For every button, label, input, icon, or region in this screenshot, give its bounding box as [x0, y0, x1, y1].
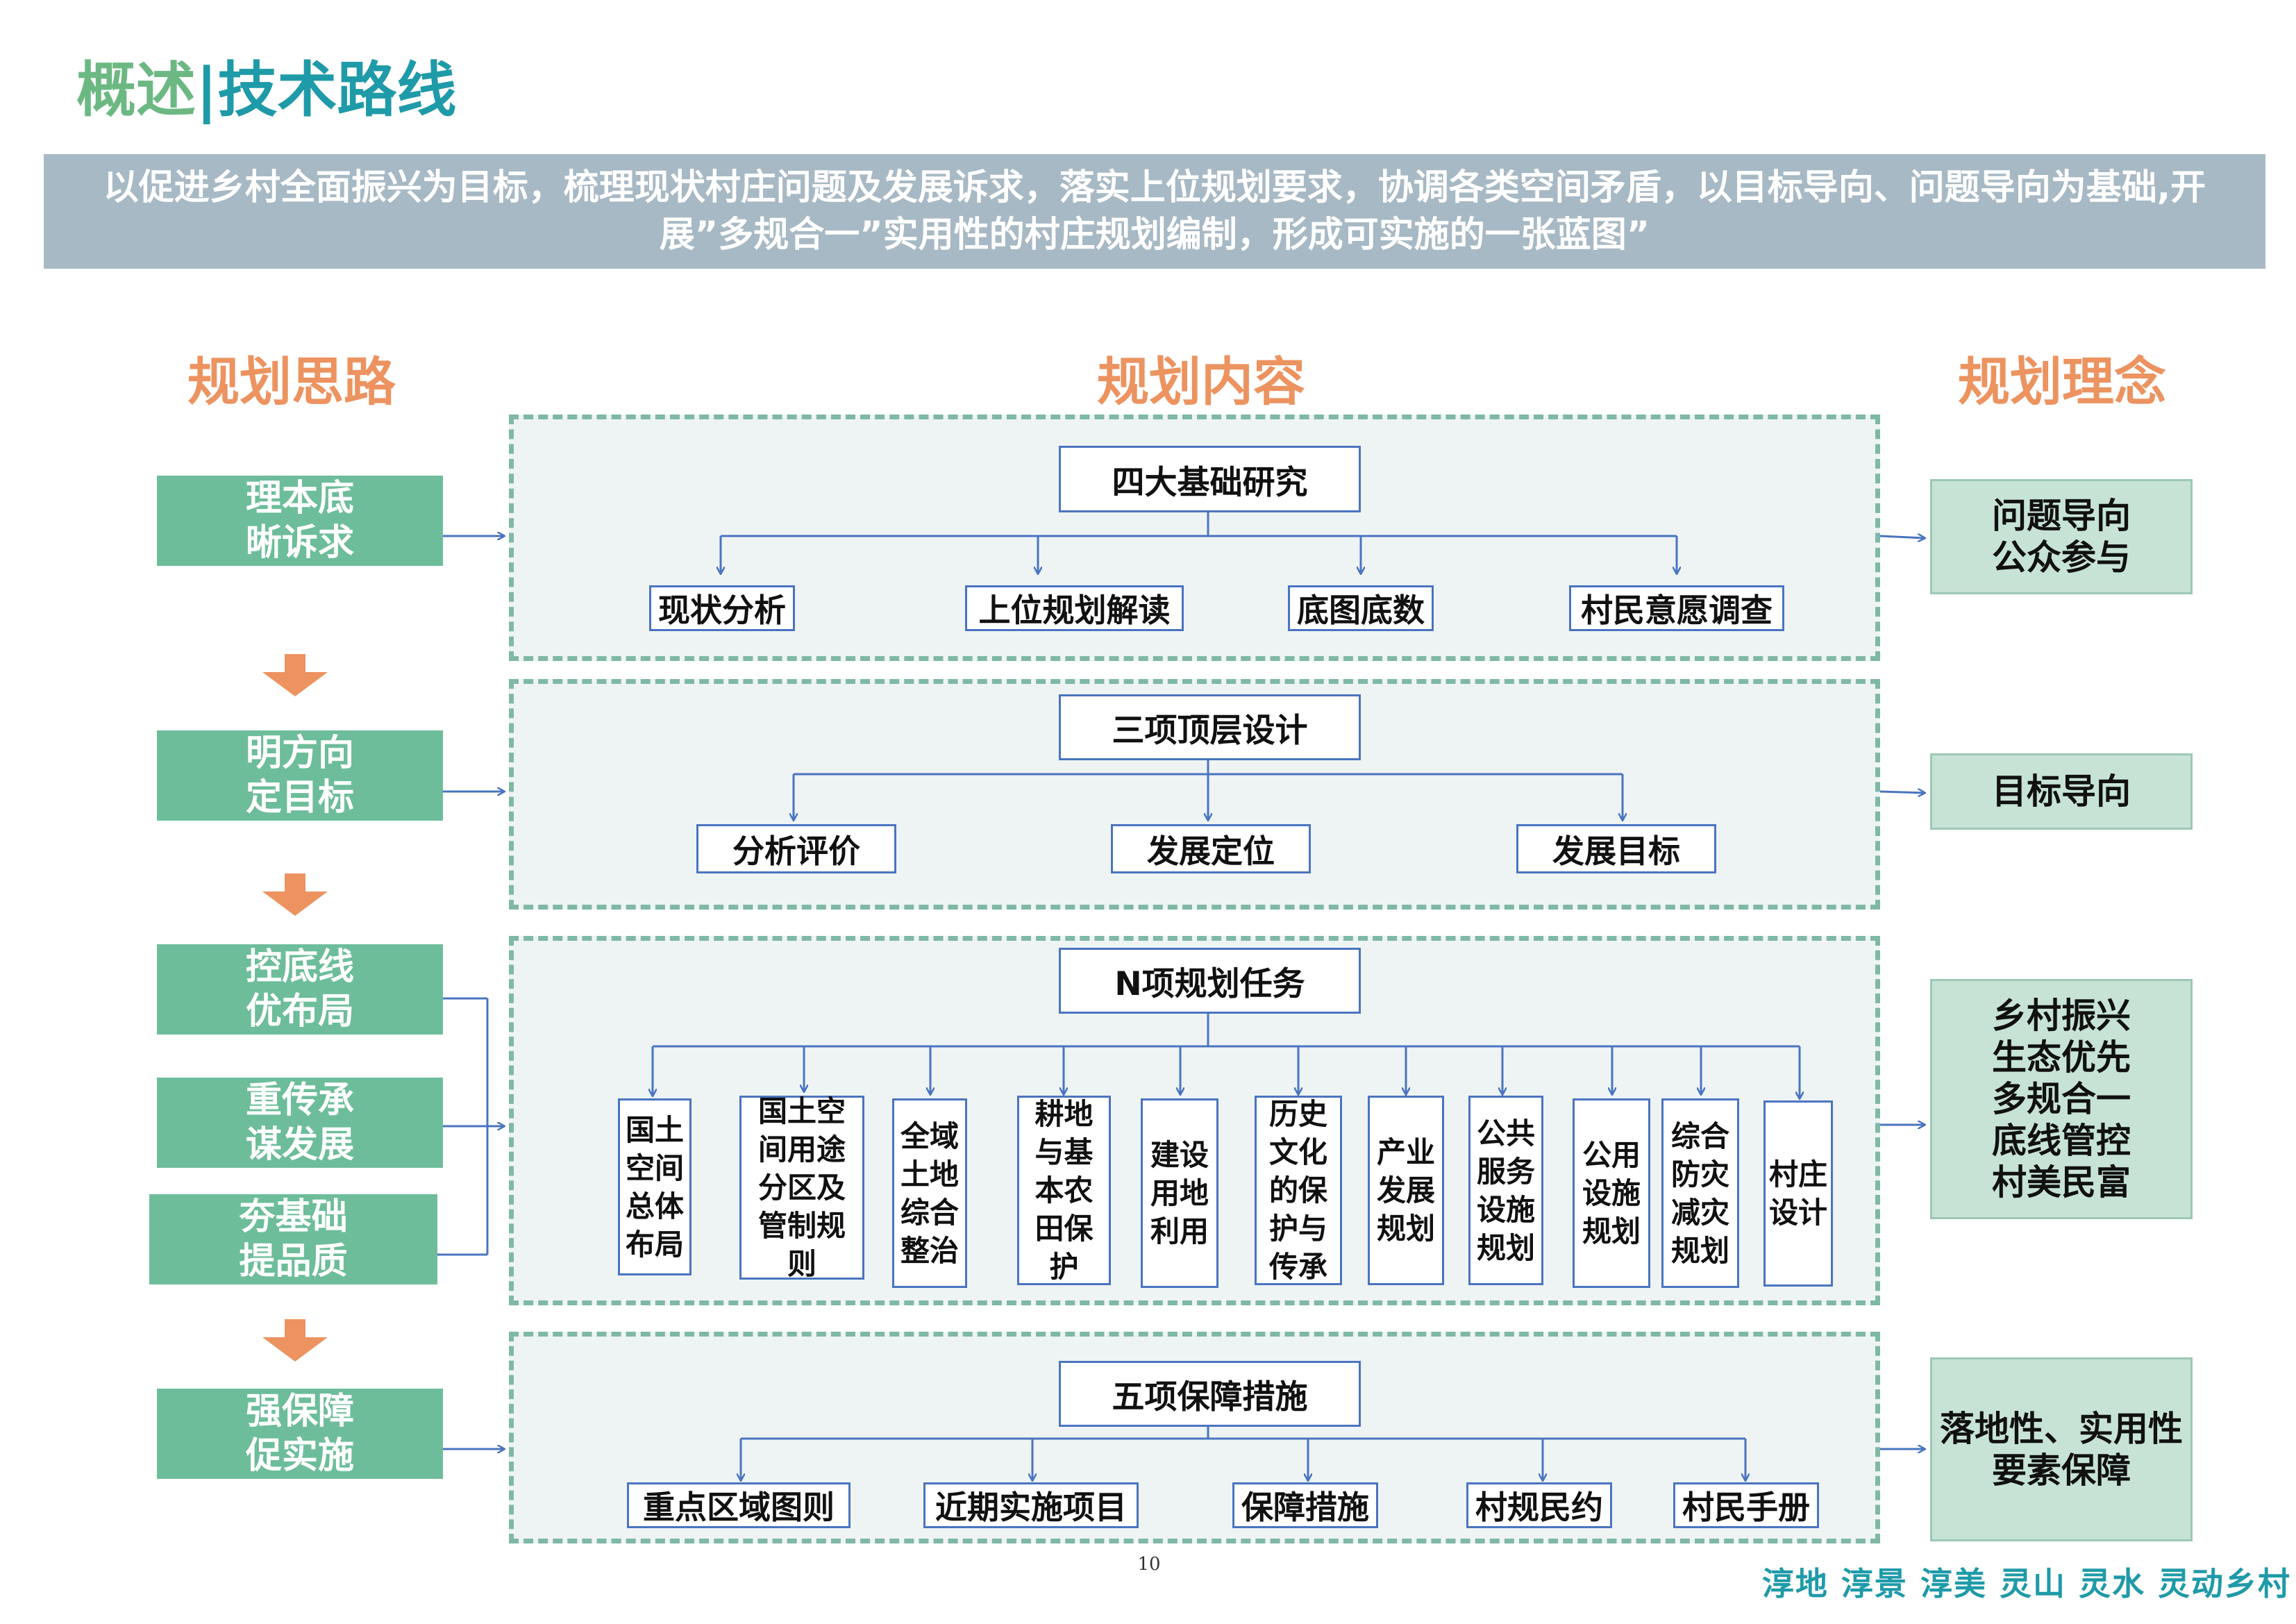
column-heading-concept: 规划理念: [1957, 351, 2166, 412]
task-utilities: 公用设施规划: [1573, 1098, 1650, 1288]
design-item-positioning: 发展定位: [1111, 824, 1311, 873]
title-separator: |: [196, 56, 218, 125]
research-item-villager-survey: 村民意愿调查: [1569, 585, 1784, 631]
thinking-step-4-line2: 谋发展: [245, 1124, 354, 1166]
concept-box-3: 乡村振兴 生态优先 多规合一 底线管控 村美民富: [1930, 979, 2193, 1219]
task-land-use-zoning-label: 国土空间用途分区及管制规则: [757, 1094, 846, 1281]
safeguard-key-area-rules: 重点区域图则: [627, 1482, 850, 1528]
thinking-step-3-line1: 控底线: [245, 946, 354, 988]
thinking-step-2-line1: 明方向: [245, 733, 354, 774]
safeguard-villager-handbook: 村民手册: [1673, 1482, 1819, 1528]
task-utilities-label: 公用设施规划: [1582, 1138, 1641, 1248]
thinking-step-6-line2: 促实施: [245, 1435, 354, 1477]
column-heading-thinking: 规划思路: [187, 351, 396, 412]
section-title-basic-research: 四大基础研究: [1059, 446, 1361, 512]
safeguard-measures: 保障措施: [1232, 1482, 1378, 1528]
task-farmland-protection-label: 耕地与基本农田保护: [1034, 1097, 1093, 1284]
concept-4-line1: 落地性、实用性: [1940, 1408, 2183, 1449]
section-title-safeguards: 五项保障措施: [1059, 1361, 1361, 1427]
design-item-analysis: 分析评价: [696, 824, 896, 873]
title-part1: 概述: [76, 56, 196, 125]
research-item-base-map: 底图底数: [1288, 585, 1434, 631]
goal-banner: 以促进乡村全面振兴为目标，梳理现状村庄问题及发展诉求，落实上位规划要求，协调各类…: [44, 154, 2265, 269]
task-construction-land-label: 建设用地利用: [1150, 1138, 1209, 1248]
design-item-goals: 发展目标: [1516, 824, 1716, 873]
task-public-services-label: 公共服务设施规划: [1476, 1116, 1535, 1265]
thinking-step-3: 控底线 优布局: [157, 944, 443, 1035]
thinking-step-5-line2: 提品质: [239, 1241, 348, 1282]
task-industry-plan: 产业发展规划: [1368, 1096, 1444, 1285]
task-disaster-prevention-label: 综合防灾减灾规划: [1670, 1119, 1729, 1268]
task-public-services: 公共服务设施规划: [1468, 1096, 1543, 1285]
task-village-design-label: 村庄设计: [1768, 1157, 1827, 1230]
thinking-step-4: 重传承 谋发展: [157, 1078, 443, 1168]
thinking-step-1: 理本底 晰诉求: [157, 476, 443, 566]
task-heritage-protection-label: 历史文化的保护与传承: [1268, 1097, 1327, 1284]
task-construction-land: 建设用地利用: [1141, 1098, 1218, 1288]
goal-banner-text: 以促进乡村全面振兴为目标，梳理现状村庄问题及发展诉求，落实上位规划要求，协调各类…: [103, 167, 2206, 256]
concept-1-line2: 公众参与: [1992, 537, 2131, 578]
concept-3-line1: 乡村振兴: [1992, 996, 2131, 1036]
thinking-step-5-line1: 夯基础: [239, 1196, 348, 1238]
concept-box-1: 问题导向 公众参与: [1930, 479, 2193, 594]
column-heading-content: 规划内容: [1096, 351, 1305, 412]
concept-3-line5: 村美民富: [1992, 1162, 2131, 1203]
task-farmland-protection: 耕地与基本农田保护: [1017, 1096, 1111, 1285]
concept-3-line4: 底线管控: [1992, 1121, 2131, 1161]
section-title-top-design: 三项顶层设计: [1059, 694, 1361, 760]
concept-3-line2: 生态优先: [1992, 1037, 2131, 1078]
page-title: 概述|技术路线: [76, 49, 456, 132]
concept-box-2: 目标导向: [1930, 753, 2193, 830]
section-title-planning-tasks: N项规划任务: [1059, 948, 1361, 1014]
task-land-use-zoning: 国土空间用途分区及管制规则: [739, 1094, 864, 1281]
safeguard-recent-projects: 近期实施项目: [923, 1482, 1139, 1528]
task-land-consolidation-label: 全域土地综合整治: [900, 1119, 959, 1268]
task-disaster-prevention: 综合防灾减灾规划: [1661, 1098, 1739, 1288]
thinking-step-6: 强保障 促实施: [157, 1389, 443, 1479]
research-item-upper-plan: 上位规划解读: [965, 585, 1184, 631]
task-heritage-protection: 历史文化的保护与传承: [1255, 1096, 1342, 1285]
thinking-step-2: 明方向 定目标: [157, 730, 443, 821]
concept-2-line1: 目标导向: [1992, 771, 2131, 812]
task-spatial-layout: 国土空间总体布局: [618, 1098, 692, 1275]
safeguard-village-rules: 村规民约: [1466, 1482, 1612, 1528]
concept-box-4: 落地性、实用性 要素保障: [1930, 1357, 2193, 1541]
concept-1-line1: 问题导向: [1992, 496, 2131, 536]
footer-slogan: 淳地 淳景 淳美 灵山 灵水 灵动乡村: [1761, 1565, 2291, 1602]
title-part2: 技术路线: [217, 56, 457, 125]
page-number: 10: [1137, 1554, 1161, 1575]
thinking-step-5: 夯基础 提品质: [149, 1194, 437, 1284]
concept-4-line2: 要素保障: [1992, 1450, 2131, 1491]
research-item-current-analysis: 现状分析: [649, 585, 795, 631]
thinking-step-2-line2: 定目标: [245, 777, 354, 819]
thinking-step-6-line1: 强保障: [245, 1391, 354, 1432]
thinking-step-1-line1: 理本底: [245, 478, 354, 519]
thinking-step-3-line2: 优布局: [245, 991, 354, 1032]
concept-3-line3: 多规合一: [1992, 1079, 2131, 1119]
thinking-step-1-line2: 晰诉求: [245, 522, 354, 564]
task-industry-plan-label: 产业发展规划: [1376, 1135, 1435, 1246]
task-land-consolidation: 全域土地综合整治: [892, 1098, 967, 1288]
thinking-step-4-line1: 重传承: [245, 1080, 354, 1121]
task-village-design: 村庄设计: [1763, 1100, 1833, 1287]
task-spatial-layout-label: 国土空间总体布局: [625, 1112, 684, 1262]
